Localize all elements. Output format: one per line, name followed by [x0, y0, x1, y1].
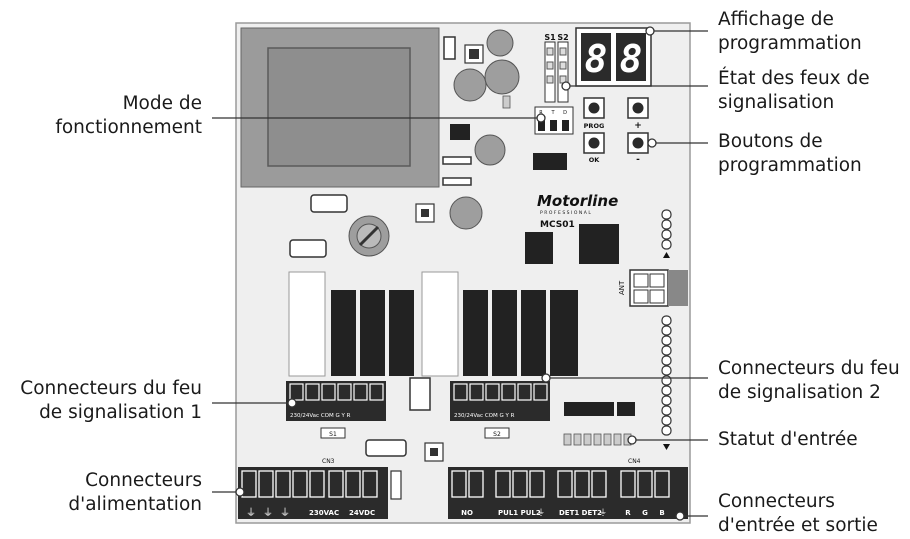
- input-status-leds: [564, 434, 631, 445]
- s2-terminals: 230/24Vac COM G Y R: [454, 413, 515, 419]
- capacitor-3: [485, 60, 519, 94]
- s1-label: S1: [544, 33, 556, 42]
- svg-text:8: 8: [620, 37, 643, 81]
- svg-text:NO: NO: [461, 509, 473, 517]
- ok-button-label: OK: [589, 156, 601, 164]
- transformer-core: [268, 48, 410, 166]
- capacitor-4: [475, 135, 505, 165]
- s1-terminals: 230/24Vac COM G Y R: [290, 413, 351, 419]
- label-io-connectors: Connecteurs d'entrée et sortie: [718, 490, 878, 538]
- label-programming-display: Affichage de programmation: [718, 8, 862, 56]
- s2-label: S2: [557, 33, 568, 42]
- s1-tag: S1: [329, 431, 337, 438]
- label-operating-mode: Mode de fonctionnement: [55, 92, 202, 140]
- brand-sub: PROFESSIONAL: [540, 210, 592, 216]
- svg-text:⏚: ⏚: [280, 507, 290, 519]
- ant-label: ANT: [618, 280, 626, 295]
- svg-text:PUL1 PUL2: PUL1 PUL2: [498, 509, 541, 517]
- svg-text:⏚: ⏚: [537, 508, 545, 517]
- label-traffic-light-1-connectors: Connecteurs du feu de signalisation 1: [20, 377, 202, 425]
- cn4-label: CN4: [628, 458, 641, 465]
- svg-text:B: B: [659, 509, 664, 517]
- capacitor-1: [487, 30, 513, 56]
- svg-text:230VAC: 230VAC: [309, 509, 339, 517]
- label-input-status: Statut d'entrée: [718, 428, 858, 452]
- label-traffic-light-2-connectors: Connecteurs du feu de signalisation 2: [718, 357, 900, 405]
- minus-button-label: -: [636, 155, 640, 165]
- svg-text:⏚: ⏚: [246, 507, 256, 519]
- label-power-connectors: Connecteurs d'alimentation: [68, 469, 202, 517]
- capacitor-2: [454, 69, 486, 101]
- svg-text:8: 8: [585, 37, 608, 81]
- svg-text:R: R: [625, 509, 631, 517]
- brand-logo: Motorline: [537, 192, 618, 210]
- svg-text:24VDC: 24VDC: [349, 509, 375, 517]
- svg-text:D: D: [563, 110, 567, 116]
- s2-tag: S2: [493, 431, 501, 438]
- svg-text:DET1 DET2: DET1 DET2: [559, 509, 602, 517]
- prog-button-label: PROG: [584, 122, 605, 130]
- model-label: MCS01: [540, 220, 575, 230]
- label-traffic-light-state: État des feux de signalisation: [718, 67, 870, 115]
- cn3-label: CN3: [322, 458, 335, 465]
- svg-text:⏚: ⏚: [599, 508, 607, 517]
- label-programming-buttons: Boutons de programmation: [718, 130, 862, 178]
- svg-text:G: G: [642, 509, 648, 517]
- plus-button-label: +: [634, 121, 642, 131]
- ic-small: [450, 124, 470, 140]
- svg-text:⏚: ⏚: [263, 507, 273, 519]
